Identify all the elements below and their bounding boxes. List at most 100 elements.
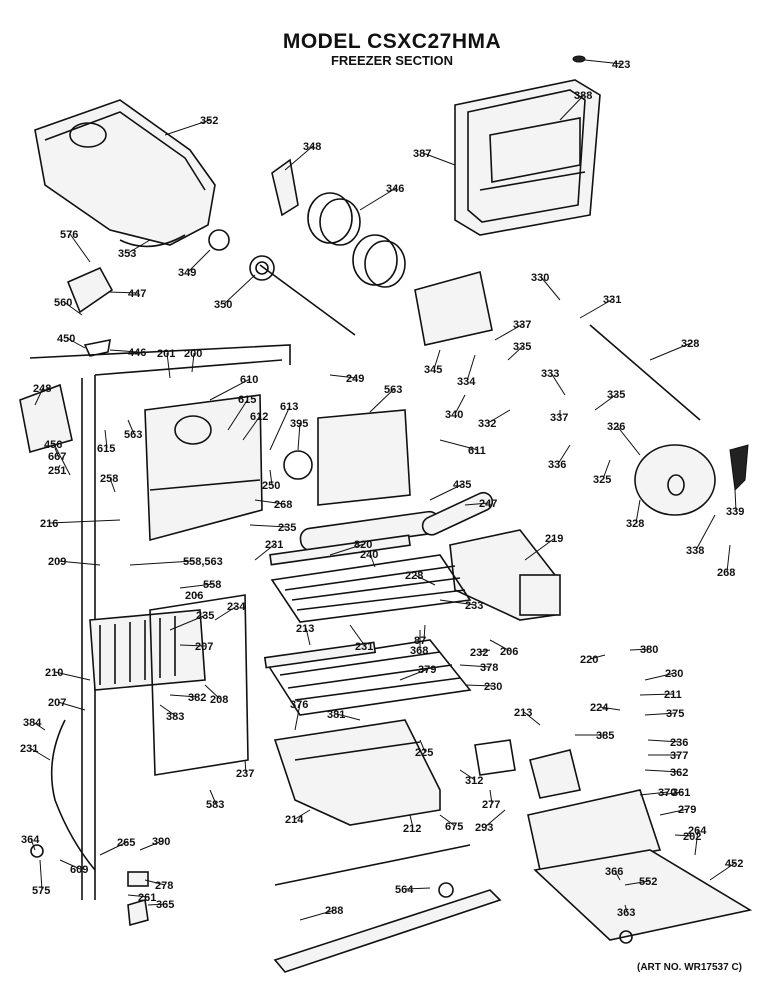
part-370-transformer <box>529 749 581 799</box>
leader-line <box>147 903 167 906</box>
leader-line <box>635 499 641 524</box>
leader-line <box>139 840 163 851</box>
leader-line <box>209 789 217 805</box>
part-349-gear <box>208 229 230 251</box>
callout-576: 576 <box>60 229 78 241</box>
callout-395: 395 <box>290 418 308 430</box>
part-361-control-box <box>527 789 662 871</box>
leader-line <box>409 814 414 829</box>
leader-line <box>439 439 479 451</box>
callout-201: 201 <box>157 348 175 360</box>
callout-334: 334 <box>457 376 476 388</box>
callout-251: 251 <box>48 465 66 477</box>
leader-line <box>104 429 108 449</box>
part-268-lamp-socket <box>19 383 73 454</box>
callout-258: 258 <box>100 473 118 485</box>
part-illustrations <box>19 55 753 973</box>
leader-line <box>191 352 195 373</box>
leader-line <box>599 706 621 711</box>
part-348-blade <box>271 158 299 217</box>
part-446-bracket <box>83 338 111 357</box>
callout-558-563: 558,563 <box>183 556 223 568</box>
leader-line <box>589 654 606 660</box>
callout-337: 337 <box>550 412 568 424</box>
leader-line <box>349 624 366 647</box>
part-387-door-panel <box>454 79 601 236</box>
leader-line <box>329 374 357 379</box>
part-346-auger-drums <box>259 192 406 336</box>
leader-line <box>484 809 506 828</box>
leader-line <box>423 624 426 641</box>
art-number: (ART NO. WR17537 C) <box>636 962 742 973</box>
callout-381: 381 <box>327 709 345 721</box>
callout-335: 335 <box>513 341 531 353</box>
leader-line <box>629 648 651 651</box>
callout-390: 390 <box>152 836 170 848</box>
callout-250: 250 <box>262 480 280 492</box>
callout-446: 446 <box>128 347 146 359</box>
callout-208: 208 <box>210 694 228 706</box>
leader-line <box>414 574 436 586</box>
callout-293: 293 <box>475 822 493 834</box>
leader-line <box>419 739 426 753</box>
callout-216: 216 <box>40 518 58 530</box>
leader-line <box>644 672 676 681</box>
part-206-shelf-lower <box>266 639 472 716</box>
leader-line <box>305 627 311 646</box>
part-609-part <box>127 871 149 887</box>
leader-line <box>644 769 681 773</box>
callout-265: 265 <box>117 837 135 849</box>
leader-line <box>284 145 314 171</box>
leader-line <box>269 405 291 451</box>
callout-234: 234 <box>227 601 246 613</box>
leader-line <box>649 342 692 361</box>
leader-line <box>32 721 46 731</box>
leader-line <box>129 560 194 566</box>
callout-615: 615 <box>238 394 256 406</box>
callout-268: 268 <box>717 567 735 579</box>
leader-line <box>454 394 466 415</box>
part-235-shelf-rail-lower <box>263 641 377 669</box>
callout-387: 387 <box>413 148 431 160</box>
leader-line <box>695 514 716 551</box>
callout-382: 382 <box>188 692 206 704</box>
leader-line <box>399 668 429 681</box>
part-288-toe-grille <box>273 889 502 973</box>
leader-line <box>99 841 128 856</box>
leader-line <box>187 249 211 273</box>
leader-line <box>466 354 476 382</box>
callout-236: 236 <box>670 737 688 749</box>
leader-line <box>584 59 623 65</box>
callout-338: 338 <box>686 545 704 557</box>
callout-237: 237 <box>236 768 254 780</box>
callout-384: 384 <box>23 717 42 729</box>
part-345-mount-plate <box>414 271 493 346</box>
leader-line <box>422 152 456 166</box>
leader-line <box>244 759 247 774</box>
callout-615: 615 <box>97 443 115 455</box>
callout-240: 240 <box>360 549 378 561</box>
callout-213: 213 <box>296 623 314 635</box>
leader-line <box>674 834 694 837</box>
leader-line <box>54 447 59 457</box>
leader-line <box>57 464 61 471</box>
part-250-evaporator-cover <box>144 394 263 542</box>
leader-line <box>550 372 566 396</box>
leader-line <box>523 711 541 726</box>
leader-line <box>433 349 441 370</box>
leader-line <box>479 649 491 653</box>
callout-225: 225 <box>415 747 433 759</box>
callout-231: 231 <box>20 743 38 755</box>
leader-line <box>489 789 493 805</box>
callout-613: 613 <box>280 401 298 413</box>
callout-328: 328 <box>626 518 644 530</box>
leader-line <box>659 808 689 816</box>
leader-line <box>57 701 86 711</box>
leader-line <box>694 829 699 856</box>
callout-224: 224 <box>590 702 609 714</box>
leader-line <box>107 291 139 294</box>
leader-line <box>294 809 311 820</box>
callout-213: 213 <box>514 707 532 719</box>
leader-line <box>127 894 149 898</box>
